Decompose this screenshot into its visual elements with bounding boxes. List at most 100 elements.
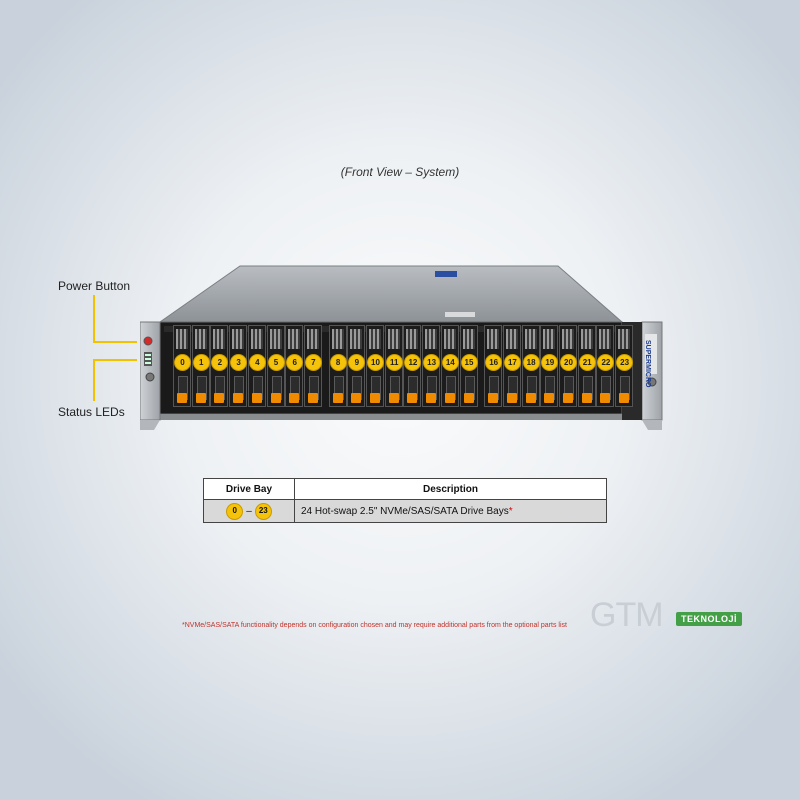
bay-number-badge: 5 xyxy=(267,354,285,371)
drive-bay[interactable]: 23 xyxy=(615,325,634,407)
bay-pull-tab[interactable] xyxy=(488,393,499,403)
bay-number-badge: 18 xyxy=(522,354,540,371)
bay-vent-grill xyxy=(443,329,456,349)
drive-bay[interactable]: 12 xyxy=(403,325,422,407)
bay-vent-grill xyxy=(250,329,263,349)
bay-pull-tab[interactable] xyxy=(351,393,362,403)
bay-number-badge: 6 xyxy=(286,354,304,371)
drive-bay[interactable]: 9 xyxy=(347,325,366,407)
bay-pull-tab[interactable] xyxy=(407,393,418,403)
bay-vent-grill xyxy=(369,329,381,349)
table-row: 0–23 24 Hot-swap 2.5" NVMe/SAS/SATA Driv… xyxy=(203,499,607,523)
bay-pull-tab[interactable] xyxy=(370,393,380,403)
bay-number-badge: 10 xyxy=(367,354,384,371)
drive-bay[interactable]: 19 xyxy=(540,325,559,407)
bay-pull-tab[interactable] xyxy=(251,393,262,403)
bay-vent-grill xyxy=(306,329,319,349)
figure-caption: (Front View – System) xyxy=(340,165,460,179)
bay-number-badge: 9 xyxy=(348,354,366,371)
bay-number-badge: 2 xyxy=(211,354,229,371)
bay-number-badge: 8 xyxy=(329,354,347,371)
bay-number-badge: 22 xyxy=(597,354,615,371)
drive-bay[interactable]: 1 xyxy=(191,325,210,407)
bay-pull-tab[interactable] xyxy=(332,393,343,403)
drive-bay[interactable]: 11 xyxy=(384,325,403,407)
bay-pull-tab[interactable] xyxy=(444,393,455,403)
bay-vent-grill xyxy=(176,329,188,349)
bay-number-badge: 20 xyxy=(560,354,577,371)
bay-vent-grill xyxy=(331,329,344,349)
table-header-row: Drive Bay Description xyxy=(203,478,607,500)
bay-vent-grill xyxy=(406,329,419,349)
bay-vent-grill xyxy=(618,329,631,349)
bay-number-badge: 15 xyxy=(460,354,478,371)
bay-pull-tab[interactable] xyxy=(195,393,206,403)
bay-number-badge: 23 xyxy=(616,354,634,371)
leds-callout-line-vertical xyxy=(93,359,95,401)
bay-number-badge: 17 xyxy=(503,354,521,371)
bay-number-badge: 14 xyxy=(441,354,459,371)
drive-bay[interactable]: 21 xyxy=(577,325,596,407)
bay-number-badge: 12 xyxy=(404,354,422,371)
drive-bay[interactable]: 15 xyxy=(459,325,478,407)
bay-pull-tab[interactable] xyxy=(581,393,592,403)
drive-bay[interactable]: 5 xyxy=(266,325,285,407)
bay-number-badge: 1 xyxy=(192,354,210,371)
bay-pull-tab[interactable] xyxy=(506,393,517,403)
drive-bay[interactable]: 2 xyxy=(210,325,229,407)
bay-pull-tab[interactable] xyxy=(563,393,573,403)
bay-vent-grill xyxy=(487,329,500,349)
bay-pull-tab[interactable] xyxy=(270,393,281,403)
header-drive-bay: Drive Bay xyxy=(203,478,295,500)
leds-callout-line-horizontal xyxy=(93,359,137,361)
drive-bay[interactable]: 18 xyxy=(521,325,540,407)
drive-bay[interactable]: 10 xyxy=(366,325,384,407)
drive-bay[interactable]: 13 xyxy=(422,325,441,407)
bay-pull-tab[interactable] xyxy=(619,393,630,403)
bay-pull-tab[interactable] xyxy=(214,393,225,403)
bay-number-badge: 21 xyxy=(578,354,596,371)
bay-pull-tab[interactable] xyxy=(289,393,300,403)
drive-bay[interactable]: 6 xyxy=(285,325,304,407)
bay-vent-grill xyxy=(505,329,518,349)
drive-bay[interactable]: 3 xyxy=(229,325,248,407)
footnote-text: *NVMe/SAS/SATA functionality depends on … xyxy=(182,622,567,629)
bay-pull-tab[interactable] xyxy=(307,393,318,403)
bay-pull-tab[interactable] xyxy=(233,393,244,403)
power-callout-line-horizontal xyxy=(93,341,137,343)
power-callout-line-vertical xyxy=(93,295,95,342)
drive-bay[interactable]: 8 xyxy=(328,325,347,407)
bay-number-badge: 7 xyxy=(304,354,322,371)
drive-bay[interactable]: 7 xyxy=(303,325,322,407)
description-text: 24 Hot-swap 2.5" NVMe/SAS/SATA Drive Bay… xyxy=(301,505,509,517)
bay-pull-tab[interactable] xyxy=(463,393,474,403)
footnote-marker: * xyxy=(508,505,513,517)
bay-pull-tab[interactable] xyxy=(388,393,399,403)
drive-bay[interactable]: 22 xyxy=(596,325,615,407)
bay-vent-grill xyxy=(462,329,475,349)
power-button-callout: Power Button xyxy=(58,279,131,293)
bay-vent-grill xyxy=(425,329,438,349)
drive-bay[interactable]: 0 xyxy=(173,325,191,407)
bay-pull-tab[interactable] xyxy=(426,393,437,403)
drive-bay[interactable]: 4 xyxy=(247,325,266,407)
bay-pull-tab[interactable] xyxy=(600,393,611,403)
bay-vent-grill xyxy=(524,329,537,349)
bay-number-badge: 13 xyxy=(423,354,441,371)
bay-pull-tab[interactable] xyxy=(525,393,536,403)
bay-pull-tab[interactable] xyxy=(177,393,187,403)
drive-bay[interactable]: 20 xyxy=(559,325,577,407)
drive-bay[interactable]: 14 xyxy=(440,325,459,407)
drive-bay[interactable]: 17 xyxy=(502,325,521,407)
bay-start-badge: 0 xyxy=(226,502,244,520)
drive-bay[interactable]: 16 xyxy=(484,325,503,407)
bay-vent-grill xyxy=(213,329,226,349)
bay-vent-grill xyxy=(194,329,207,349)
bay-pull-tab[interactable] xyxy=(544,393,555,403)
bay-vent-grill xyxy=(288,329,301,349)
bay-end-badge: 23 xyxy=(254,502,272,520)
gtm-logo: GTM TEKNOLOJİ xyxy=(590,596,743,635)
bay-range-dash: – xyxy=(246,505,252,517)
